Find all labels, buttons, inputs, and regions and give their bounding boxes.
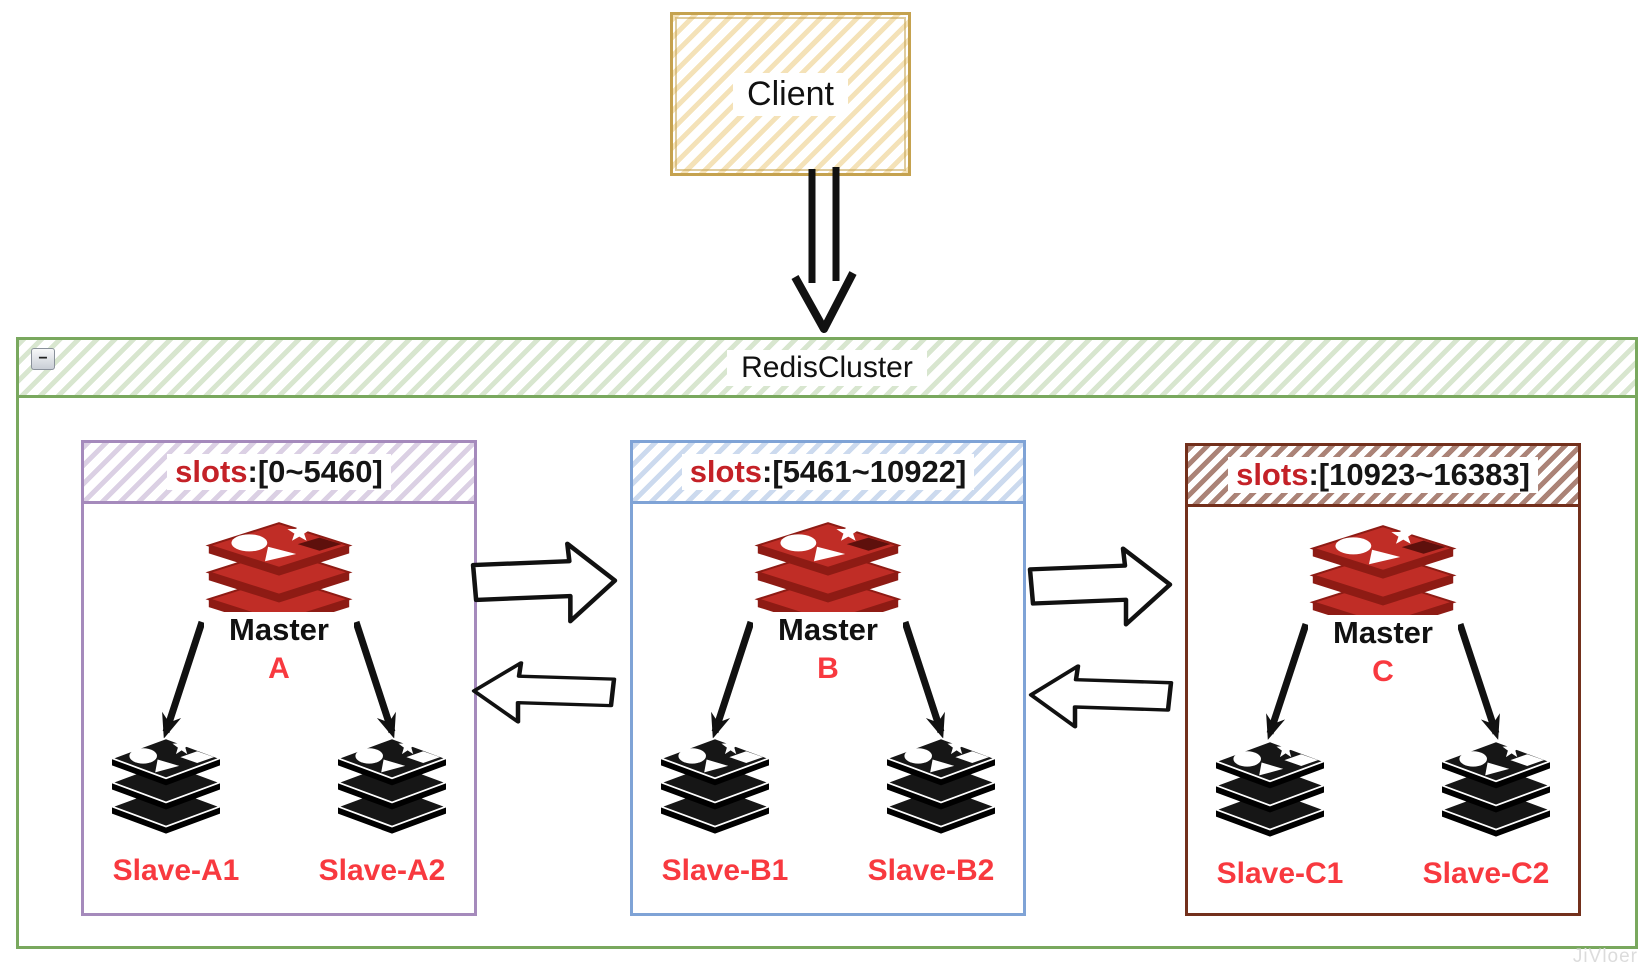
watermark: JiVloer <box>1572 946 1638 967</box>
client-label: Client <box>733 72 848 116</box>
slave-label: Slave-C1 <box>1216 857 1344 890</box>
client-to-cluster-arrow-icon <box>786 167 862 335</box>
shard-body-b: Master B Slave-B1 Slave-B2 <box>633 504 1023 913</box>
master-id: B <box>817 652 839 685</box>
rediscluster-title: RedisCluster <box>727 349 927 386</box>
gossip-arrow-right-icon <box>467 536 619 628</box>
slots-header-b: slots:[5461~10922] <box>633 443 1023 504</box>
master-label: Master <box>204 612 354 648</box>
master-id: A <box>268 652 290 685</box>
rediscluster-titlebar: − RedisCluster <box>19 340 1635 398</box>
master-label: Master <box>1308 615 1458 651</box>
redis-slave-icon <box>106 730 226 836</box>
redis-slave-icon <box>655 730 775 836</box>
shard-group-c: slots:[10923~16383] Master C <box>1185 443 1581 916</box>
redis-slave-icon <box>1210 733 1330 839</box>
redis-slave-icon <box>1436 733 1556 839</box>
shard-body-c: Master C Slave-C1 Slave-C2 <box>1188 507 1578 913</box>
gossip-arrow-right-icon <box>1024 541 1174 631</box>
slave-label: Slave-A1 <box>112 854 240 887</box>
slots-header-a: slots:[0~5460] <box>84 443 474 504</box>
shard-group-b: slots:[5461~10922] Master B <box>630 440 1026 916</box>
slave-label: Slave-C2 <box>1422 857 1550 890</box>
slave-label: Slave-B2 <box>867 854 995 887</box>
slots-header-c: slots:[10923~16383] <box>1188 446 1578 507</box>
slave-label: Slave-B1 <box>661 854 789 887</box>
gossip-arrow-left-icon <box>1027 660 1177 732</box>
gossip-arrow-left-icon <box>470 657 620 727</box>
shard-group-a: slots:[0~5460] Master A <box>81 440 477 916</box>
redis-master-icon <box>1305 517 1461 635</box>
master-id: C <box>1372 655 1394 688</box>
master-label: Master <box>753 612 903 648</box>
slots-text: slots:[5461~10922] <box>681 454 975 490</box>
slots-label: slots <box>689 454 763 489</box>
client-node: Client <box>670 12 911 176</box>
redis-slave-icon <box>332 730 452 836</box>
slots-range: :[5461~10922] <box>762 454 967 489</box>
slots-range: :[10923~16383] <box>1308 457 1530 492</box>
rediscluster-container: − RedisCluster slots:[0~5460] Master <box>16 337 1638 949</box>
slots-label: slots <box>1236 457 1309 492</box>
slots-text: slots:[0~5460] <box>167 454 391 490</box>
redis-slave-icon <box>881 730 1001 836</box>
collapse-icon[interactable]: − <box>31 348 55 370</box>
slots-range: :[0~5460] <box>247 454 383 489</box>
slots-label: slots <box>175 454 248 489</box>
slave-label: Slave-A2 <box>318 854 446 887</box>
slots-text: slots:[10923~16383] <box>1228 457 1538 493</box>
shard-body-a: Master A Slave-A1 Slave-A2 <box>84 504 474 913</box>
